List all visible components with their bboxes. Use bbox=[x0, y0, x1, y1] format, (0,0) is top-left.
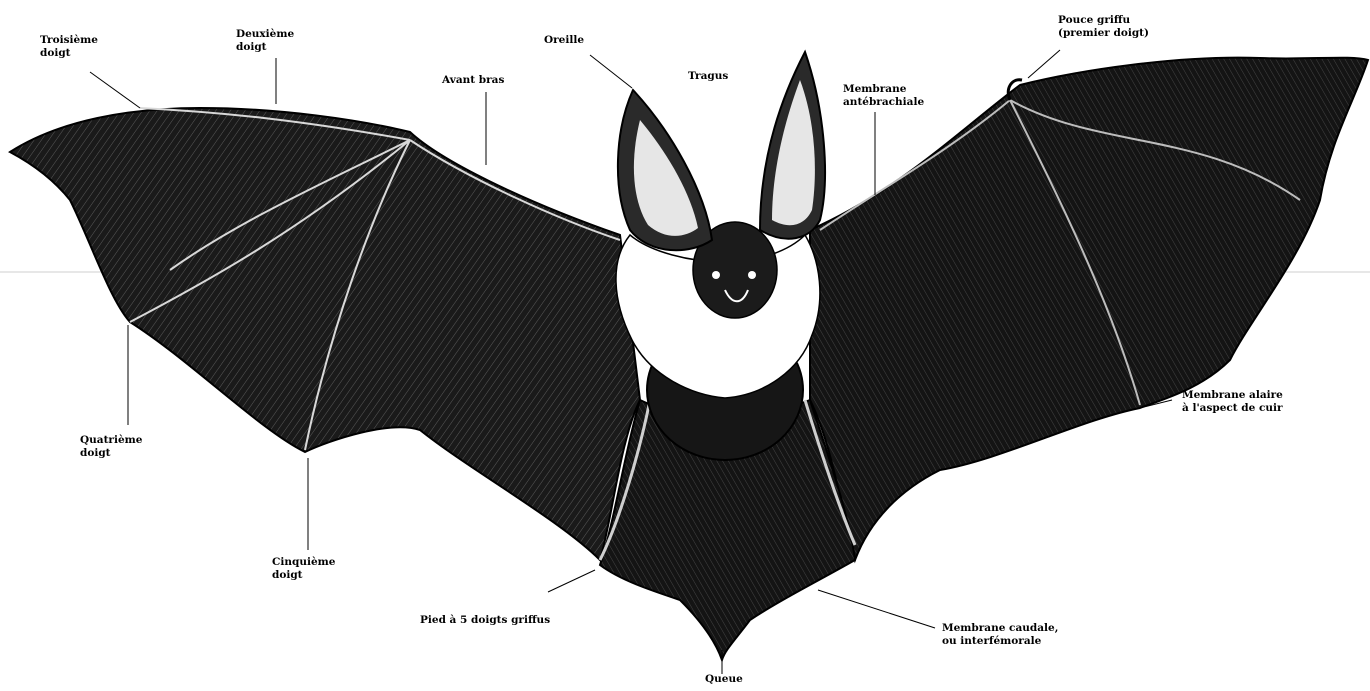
right-eye bbox=[748, 271, 756, 279]
left-eye bbox=[712, 271, 720, 279]
label-tragus: Tragus bbox=[688, 70, 728, 83]
label-ear: Oreille bbox=[544, 34, 584, 47]
label-thumb: Pouce griffu(premier doigt) bbox=[1058, 14, 1149, 40]
label-tail: Queue bbox=[705, 673, 743, 686]
right-wing-membrane bbox=[810, 58, 1368, 560]
label-forearm: Avant bras bbox=[442, 74, 504, 87]
left-wing-membrane bbox=[10, 108, 640, 560]
label-tail-membrane: Membrane caudale,ou interfémorale bbox=[942, 622, 1058, 648]
label-foot: Pied à 5 doigts griffus bbox=[420, 614, 550, 627]
